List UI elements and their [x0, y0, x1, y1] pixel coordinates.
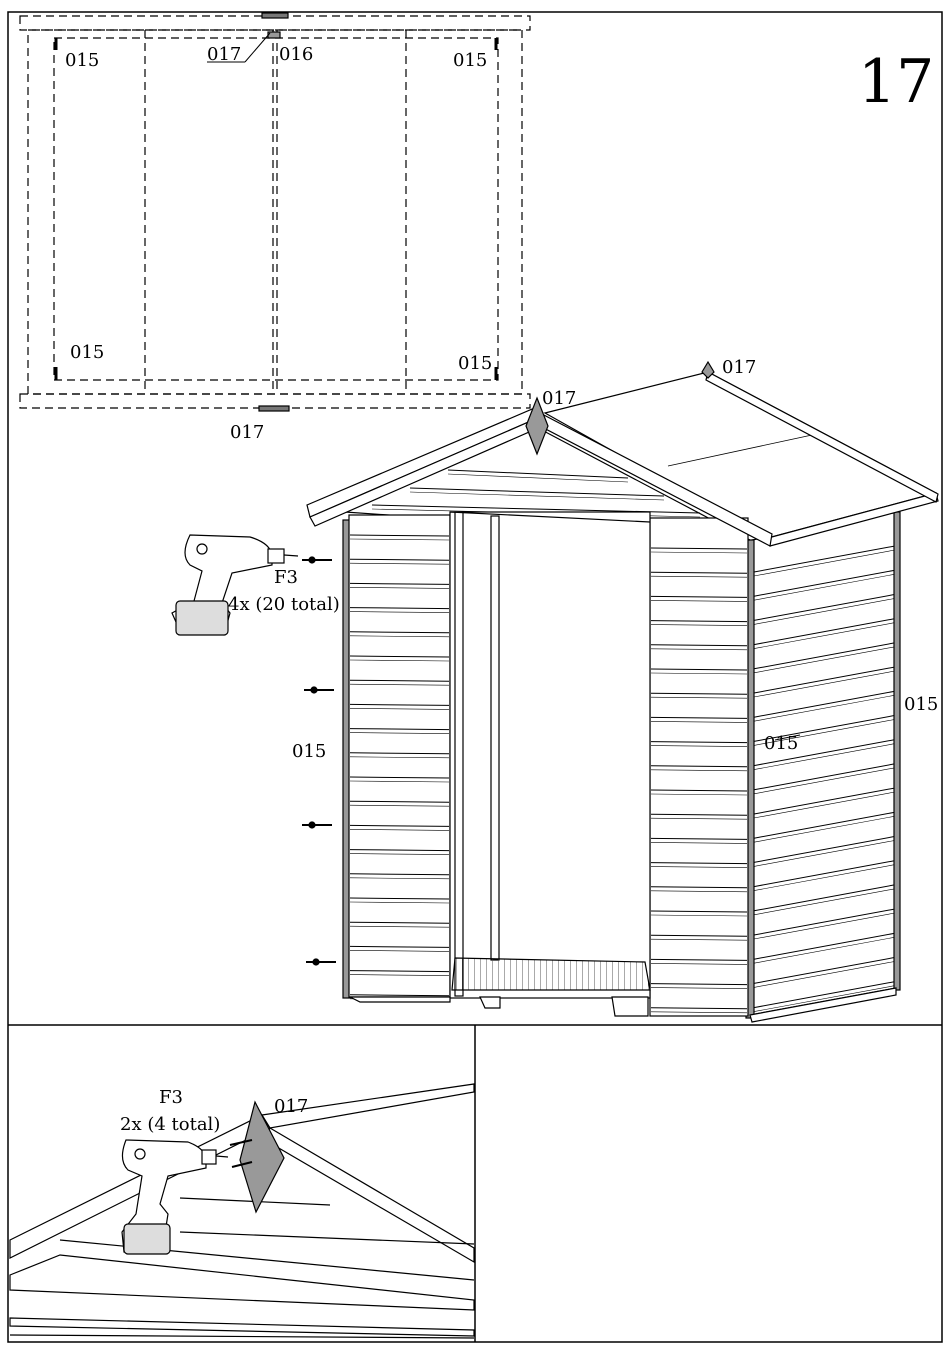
screw-head-icon	[313, 959, 319, 965]
label-015-top-left: 015	[65, 50, 99, 71]
label-016-top: 016	[279, 44, 313, 65]
corner-post-back-right	[894, 512, 900, 990]
label-017-ridge-front: 017	[542, 388, 576, 409]
leader-line	[245, 33, 270, 62]
plan-ridge-cap-bottom	[259, 406, 289, 411]
detail-board-line	[10, 1335, 474, 1338]
label-015-bottom-left: 015	[70, 342, 104, 363]
detail-drill-quantity-label: 2x (4 total)	[120, 1114, 220, 1135]
detail-board	[10, 1255, 474, 1310]
door-frame-inner	[491, 516, 499, 960]
detail-board	[10, 1318, 474, 1336]
base-skid	[480, 997, 500, 1008]
detail-drill-part-label: F3	[159, 1087, 183, 1108]
detail-rafter-right	[265, 1128, 474, 1262]
label-015-bottom-right: 015	[458, 353, 492, 374]
plan-ridge-cap-top	[262, 13, 288, 18]
drill-part-label: F3	[274, 567, 298, 588]
plan-roof-outline	[28, 30, 522, 394]
step-number: 17	[858, 47, 934, 117]
detail-label-017: 017	[274, 1096, 308, 1117]
label-015-left-wall: 015	[292, 741, 326, 762]
label-015-front-corner: 015	[764, 733, 798, 754]
door-frame-left	[455, 512, 463, 996]
label-017-ridge-back: 017	[722, 357, 756, 378]
label-015-back-corner: 015	[904, 694, 938, 715]
base-skid	[350, 997, 450, 1002]
base-skid	[612, 997, 648, 1016]
plan-wall-outline	[54, 38, 498, 380]
shed-illustration	[302, 362, 938, 1022]
detail-view	[10, 1084, 474, 1338]
detail-drill-icon	[122, 1140, 228, 1254]
label-017-top: 017	[207, 44, 241, 65]
label-015-top-right: 015	[453, 50, 487, 71]
screw-head-icon	[309, 557, 315, 563]
screw-head-icon	[311, 687, 317, 693]
drill-quantity-label: 4x (20 total)	[228, 594, 340, 615]
floor	[452, 958, 650, 990]
label-017-bottom: 017	[230, 422, 264, 443]
screw-head-icon	[309, 822, 315, 828]
door-opening	[450, 512, 650, 998]
